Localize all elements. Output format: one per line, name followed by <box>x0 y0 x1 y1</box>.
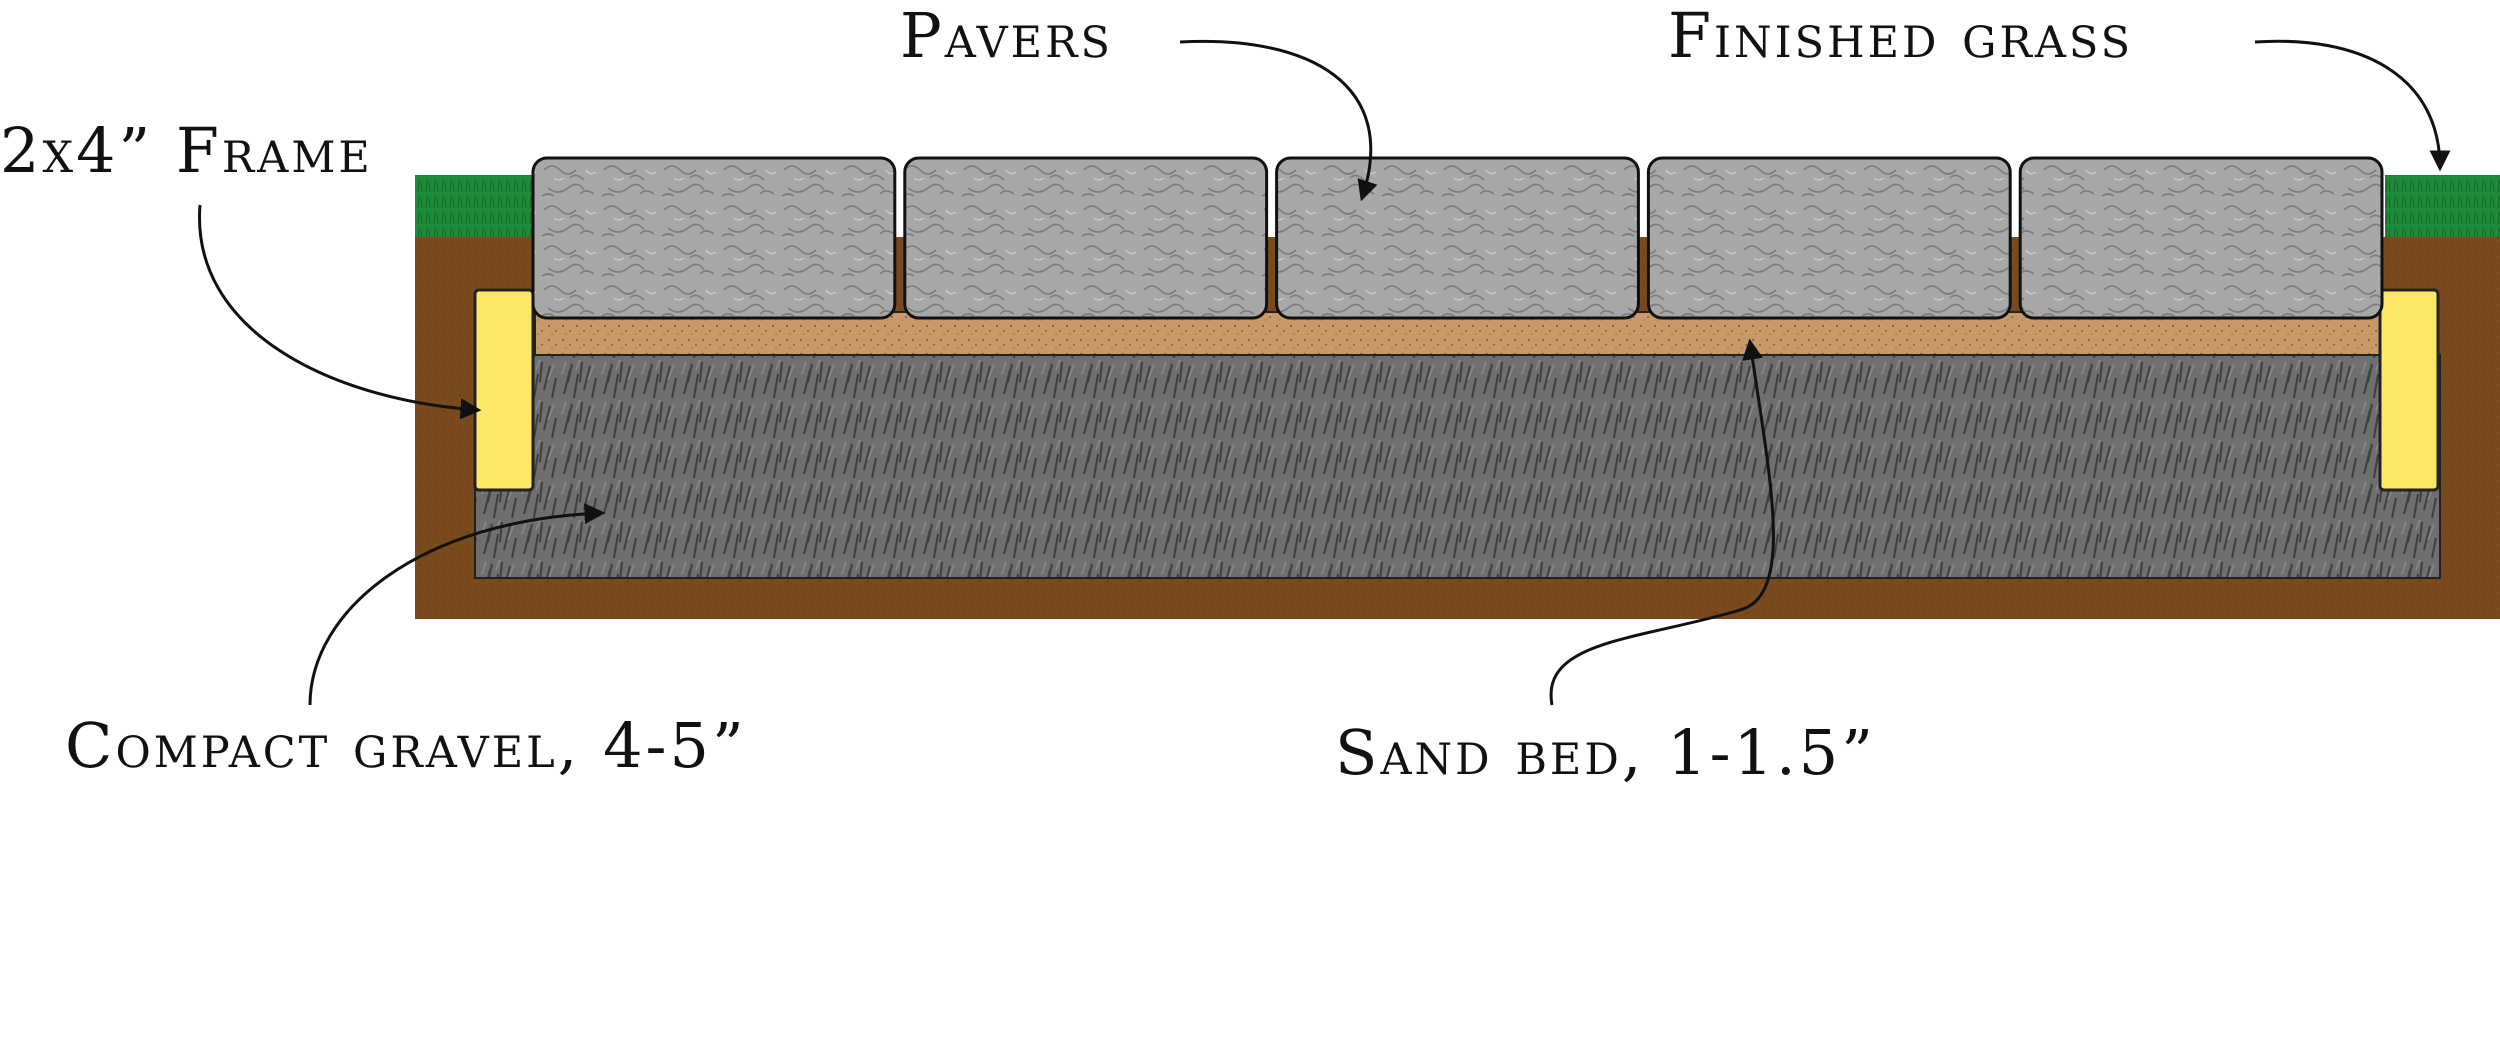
grass-right <box>2385 175 2500 237</box>
paver-block <box>531 156 897 320</box>
paver-block <box>2018 156 2384 320</box>
gravel-label: Compact gravel, 4-5” <box>65 709 747 782</box>
grass-left <box>415 175 535 237</box>
frame-label: 2x4” Frame <box>0 114 373 187</box>
frame-arrow <box>198 204 482 420</box>
frame-left <box>473 288 535 492</box>
paver-block <box>903 156 1269 320</box>
gravel-arrow <box>308 503 606 706</box>
sand-arrow <box>1549 338 1775 706</box>
pavers-arrow <box>1179 39 1378 202</box>
grass-label: Finished grass <box>1668 0 2134 72</box>
paver-block <box>1646 156 2012 320</box>
frame-right <box>2378 288 2440 492</box>
gravel-layer <box>474 354 2441 579</box>
pavers-group <box>531 156 2384 320</box>
paver-block <box>1275 156 1640 320</box>
grass-arrow <box>2254 39 2451 172</box>
pavers-label: Pavers <box>900 0 1113 72</box>
sand-label: Sand bed, 1-1.5” <box>1335 716 1876 789</box>
